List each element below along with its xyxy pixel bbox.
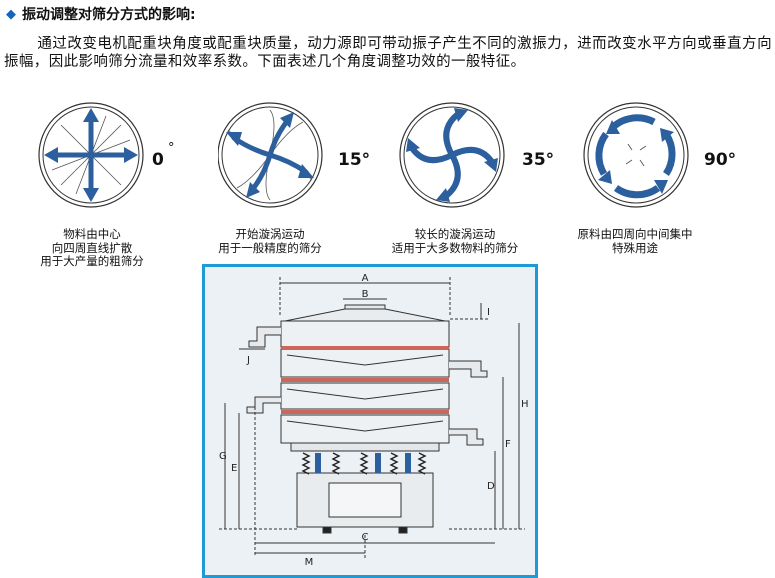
- dim-label-e: E: [231, 463, 237, 474]
- dim-label-d: D: [487, 481, 495, 492]
- dim-label-h: H: [521, 399, 529, 410]
- pattern-35-caption: 较长的漩涡运动 适用于大多数物料的筛分: [391, 227, 519, 255]
- dim-label-j: J: [246, 355, 250, 366]
- dimension-drawing: A B I J G E D F H C M: [202, 264, 538, 578]
- dim-label-b: B: [362, 289, 369, 300]
- angle-label: 15°: [338, 150, 371, 170]
- slight-swirl-pattern-icon: [218, 102, 323, 208]
- dim-label-a: A: [362, 273, 369, 284]
- pattern-35-degree: 35°: [398, 100, 568, 210]
- degree-mark: °: [168, 141, 175, 156]
- dim-label-g: G: [219, 451, 227, 462]
- section-heading: ◆ 振动调整对筛分方式的影响:: [6, 4, 196, 24]
- pattern-0-caption: 物料由中心 向四周直线扩散 用于大产量的粗筛分: [40, 227, 144, 268]
- pattern-15-caption: 开始漩涡运动 用于一般精度的筛分: [218, 227, 322, 255]
- dim-label-f: F: [505, 439, 511, 450]
- pattern-90-caption: 原料由四周向中间集中 特殊用途: [577, 227, 693, 255]
- vibrating-sieve-drawing: A B I J G E D F H C M: [219, 273, 529, 568]
- diamond-bullet-icon: ◆: [6, 6, 16, 22]
- radial-pattern-icon: [38, 102, 144, 208]
- angle-label: 35°: [522, 150, 555, 170]
- dim-label-m: M: [305, 557, 314, 568]
- dim-label-c: C: [362, 532, 369, 543]
- angle-label: 0: [152, 150, 164, 170]
- pattern-90-degree: 90°: [582, 100, 752, 210]
- angle-label: 90°: [704, 150, 737, 170]
- dim-label-i: I: [487, 307, 490, 318]
- pattern-0-degree: 0 °: [36, 100, 206, 210]
- pattern-15-degree: 15°: [218, 100, 388, 210]
- inward-pattern-icon: [583, 102, 689, 208]
- long-swirl-pattern-icon: [399, 102, 505, 208]
- intro-paragraph: 通过改变电机配重块角度或配重块质量，动力源即可带动振子产生不同的激振力，进而改变…: [4, 36, 772, 70]
- section-title: 振动调整对筛分方式的影响:: [22, 7, 196, 23]
